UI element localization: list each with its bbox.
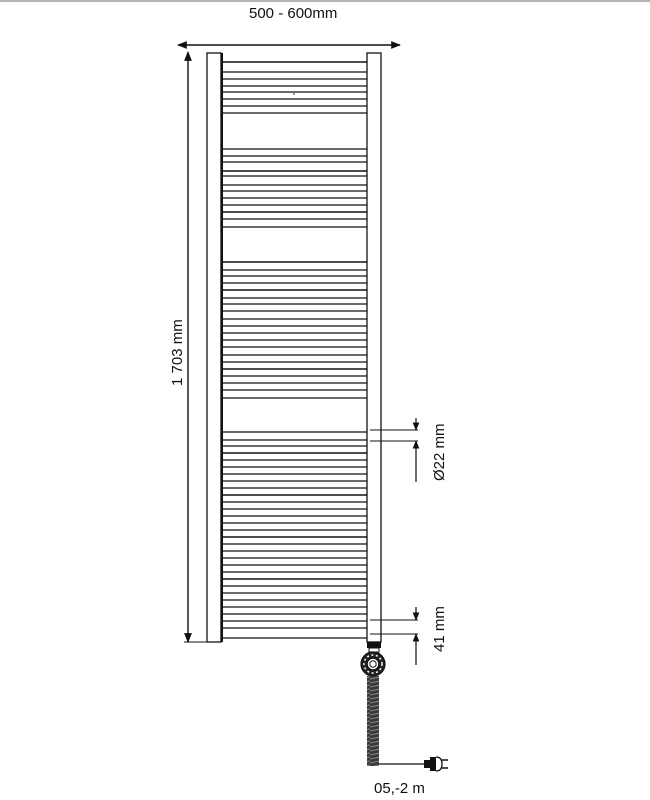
left-rail [206,52,223,643]
tube-diameter-dimension [370,418,420,482]
right-rail [366,52,382,643]
center-mark [293,93,295,95]
heating-element [360,642,386,677]
height-dimension-line [184,51,210,643]
tube-diameter-label: Ø22 mm [431,423,448,481]
bar-group-2 [222,148,367,228]
bar-group-1 [222,61,367,114]
bottom-offset-dimension [370,607,420,665]
bar-group-4 [222,431,367,639]
horizontal-bars [222,61,367,639]
bar-group-3 [222,261,367,399]
top-border [0,0,650,2]
cable-length-label: 05,-2 m [374,780,425,797]
width-dimension-label: 500 - 600mm [249,5,338,22]
bottom-offset-label: 41 mm [431,606,448,652]
power-plug-icon [424,756,448,772]
height-dimension-label: 1 703 mm [169,319,186,386]
coiled-cable [367,676,424,766]
